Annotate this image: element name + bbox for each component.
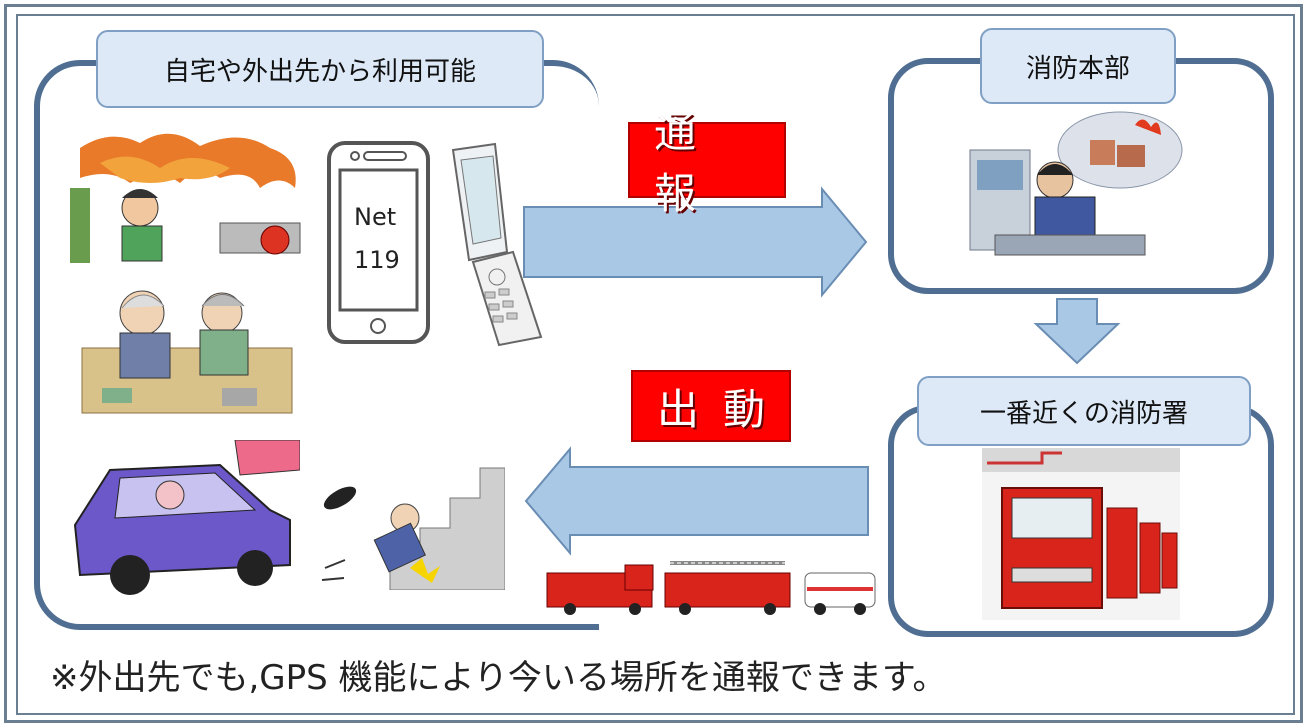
nearest-station-label: 一番近くの消防署 (917, 376, 1251, 446)
kitchen-fire-illustration (70, 128, 305, 263)
dispatch-arrow (524, 446, 869, 556)
report-label-box: 通報 (628, 108, 786, 218)
elderly-choking-illustration (72, 278, 300, 418)
report-arrow (523, 186, 868, 298)
phone-screen-line1: Net (354, 203, 396, 231)
phone-screen-line2: 119 (354, 246, 400, 274)
dispatch-operator-illustration (965, 105, 1185, 265)
down-arrow (1033, 298, 1121, 365)
left-panel-label: 自宅や外出先から利用可能 (96, 30, 544, 108)
dispatch-label-box: 出動 (631, 370, 791, 442)
outer-frame (4, 4, 1303, 723)
inner-frame (16, 14, 1295, 715)
fall-on-stairs-illustration (310, 448, 505, 590)
fire-hq-label: 消防本部 (980, 28, 1176, 104)
emergency-vehicles-illustration (546, 561, 876, 615)
car-accident-illustration (70, 440, 300, 600)
smartphone-icon: Net 119 (327, 141, 430, 344)
footer-note: ※外出先でも,GPS 機能により今いる場所を通報できます。 (50, 658, 947, 698)
fire-station-trucks-illustration (982, 448, 1180, 620)
flip-phone-icon (451, 142, 543, 347)
